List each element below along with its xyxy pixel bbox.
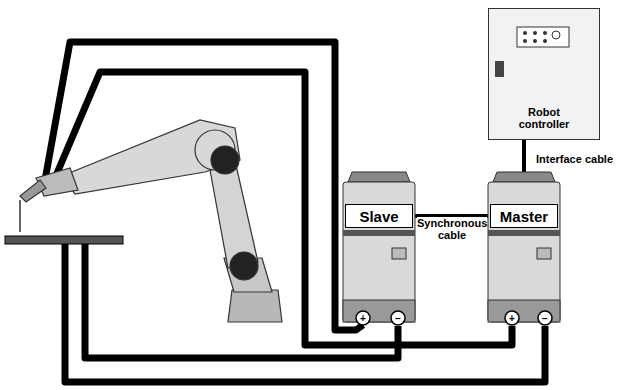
- slave-power-source: [343, 172, 415, 322]
- cable-label: Interface cable: [536, 153, 616, 165]
- work-cable-master: [65, 244, 545, 382]
- master-label-plate: Master: [490, 204, 558, 228]
- robot-arm: [20, 120, 282, 322]
- controller-cabinet: Robot controller: [488, 8, 600, 140]
- terminal-polarity: +: [358, 313, 368, 324]
- machine-label: Slave: [359, 208, 398, 225]
- cabinet-label: Robot controller: [514, 106, 574, 131]
- output-terminals: [356, 311, 552, 325]
- welding-cables: [45, 42, 545, 382]
- terminal-polarity: −: [540, 313, 550, 324]
- cable-label: Synchronous cable: [417, 217, 487, 241]
- control-panel: [489, 9, 601, 89]
- slave-label-plate: Slave: [345, 204, 413, 228]
- terminal-polarity: −: [393, 313, 403, 324]
- master-power-source: [488, 172, 560, 322]
- machine-label: Master: [500, 208, 548, 225]
- torch-cable-master: [52, 72, 512, 345]
- workpiece-table: [5, 236, 123, 244]
- terminal-polarity: +: [507, 313, 517, 324]
